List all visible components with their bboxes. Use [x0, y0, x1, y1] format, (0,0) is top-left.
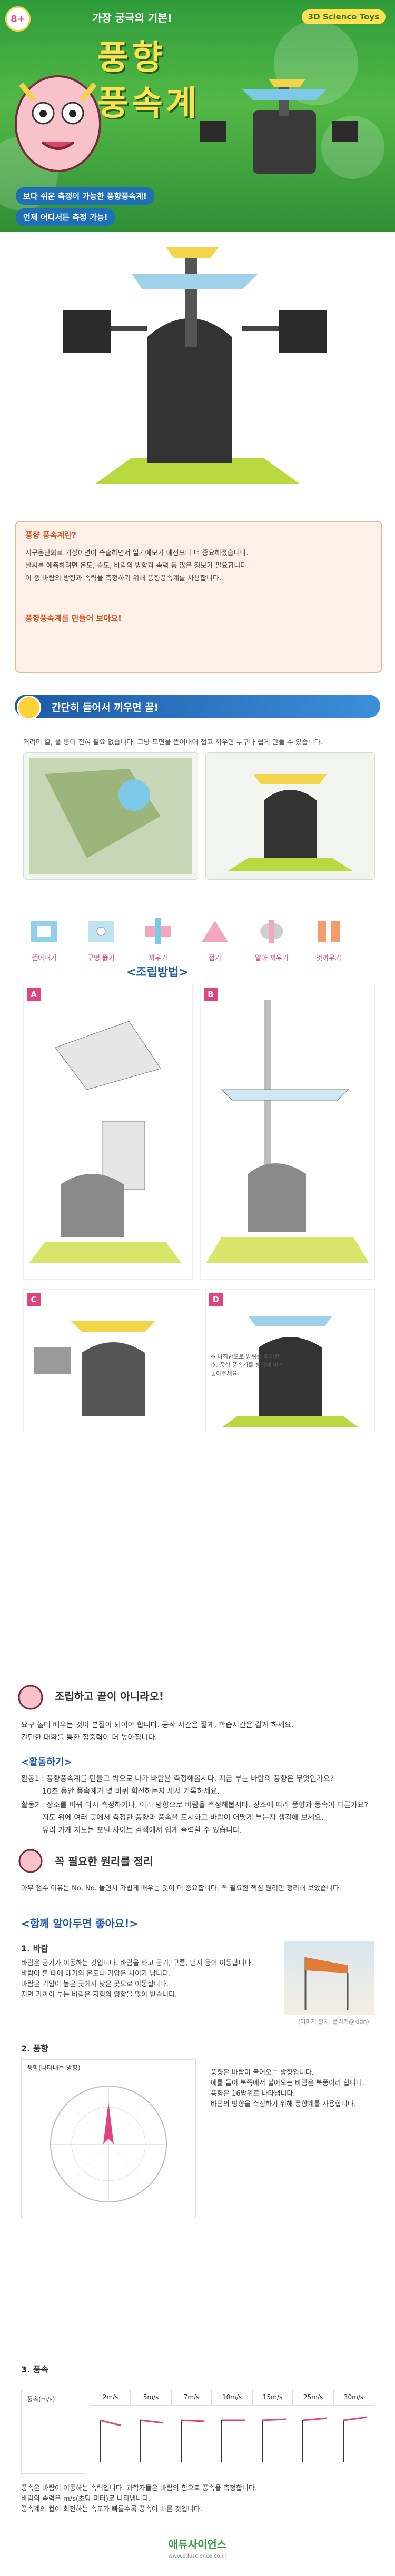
speed-col: 15m/s [252, 2389, 293, 2406]
mascot-small-icon [18, 1685, 43, 1710]
speed-label: 풍속(m/s) [27, 2396, 55, 2403]
section1-header: 간단히 들어서 끼우면 끝! [15, 695, 380, 720]
assembled-model-image [205, 752, 375, 880]
insert-icon [145, 918, 171, 944]
info-line: 이 중 바람의 방향과 속력을 측정하기 위해 풍향풍속계를 사용합니다. [25, 575, 222, 582]
speed-col: 2m/s [90, 2389, 131, 2406]
speed-text: 풍속은 바람이 이동하는 속력입니다. 과학자들은 바람의 힘으로 풍속을 측정… [21, 2484, 257, 2513]
compass-chart: 풍향(나타내는 방향) [21, 2059, 196, 2218]
speed-col: 5m/s [130, 2389, 172, 2406]
wind-text: 바람은 공기가 이동하는 것입니다. 바람을 타고 공기, 구름, 먼지 등이 … [21, 1959, 253, 1999]
photo-caption: (이미지 출처: 플리커@kidn) [298, 2018, 369, 2025]
speed-table: 2m/s 5m/s 7m/s 10m/s 15m/s 25m/s 30m/s [90, 2389, 374, 2473]
assembly-diagram-b: B [200, 984, 375, 1280]
scissors-icon [17, 696, 41, 720]
method-label: 말아 끼우기 [255, 954, 289, 962]
assembly-note: 거려미 칼, 풀 등이 전혀 필요 없습니다. 그냥 도면을 뜯어내어 접고 끼… [23, 739, 323, 747]
step-tag: B [204, 988, 218, 1001]
roll-icon [260, 920, 283, 943]
info-box: 풍향 풍속계란? 지구온난화로 기상이변이 속출하면서 일기예보가 예전보다 더… [15, 521, 382, 673]
speed-title: 3. 풍속 [21, 2364, 49, 2374]
activity-line: 활동2 : 장소를 바꿔 다시 측정하기나, 여러 방향으로 바람을 측정해봅시… [21, 1801, 368, 1809]
hero-title-line2: 풍속계 [97, 84, 200, 123]
footer-logo: 애듀사이언스 www.eduscience.co.kr [163, 2536, 232, 2562]
step-tag: C [27, 1293, 41, 1306]
tear-icon [31, 921, 57, 942]
activity-line: 유리 가게 지도는 포털 사이트 검색에서 쉽게 출력할 수 있습니다. [42, 1826, 242, 1835]
speed-col: 30m/s [333, 2389, 374, 2406]
steps-title: <조립방법> [126, 966, 189, 979]
section3-header: 꼭 필요한 원리를 정리 [15, 1848, 380, 1874]
direction-text: 풍향은 바람이 불어오는 방향입니다. 예를 들어 북쪽에서 불어오는 바람은 … [211, 2069, 365, 2108]
info-line: 날씨를 예측하려면 온도, 습도, 바람의 방향과 속력 등 많은 정보가 필요… [25, 562, 249, 570]
section2-title: 조립하고 끝이 아니라오! [55, 1690, 164, 1703]
method-label: 엇끼우기 [316, 954, 341, 962]
hero-title-line1: 풍향 [97, 38, 166, 77]
assembly-diagram-c: C [23, 1289, 198, 1432]
mascot-icon [15, 75, 101, 172]
section2-line: 요구 놀며 배우는 것이 본질이 되어야 합니다. 공작 시간은 짧게, 학습시… [21, 1721, 294, 1729]
step-tag: D [209, 1293, 223, 1306]
speed-col: 25m/s [292, 2389, 334, 2406]
compass-note: ※ 나침반으로 방위를 확인한 후, 풍향 풍속계를 방향에 맞게 놓아주세요. [211, 1353, 284, 1377]
method-cross: 엇끼우기 [308, 915, 350, 962]
anemometer-hero-image [200, 79, 358, 174]
footer-url: www.eduscience.co.kr [168, 2553, 227, 2559]
section3-title: 꼭 필요한 원리를 정리 [55, 1855, 153, 1868]
punch-icon [88, 921, 114, 942]
method-label: 뜯어내기 [32, 954, 57, 962]
activity-title: <활동하기> [21, 1757, 72, 1768]
direction-title: 2. 풍향 [21, 2044, 49, 2054]
method-insert: 끼우기 [137, 915, 179, 962]
method-fold: 접기 [194, 915, 236, 962]
section2-line: 간단한 대화를 통한 집중력이 더 높아집니다. [21, 1734, 157, 1742]
hero-subtitle: 가장 궁극의 기본! [92, 12, 172, 24]
method-tear: 뜯어내기 [23, 915, 65, 962]
speed-col: 10m/s [211, 2389, 253, 2406]
product-photo [0, 232, 395, 505]
hero-bullet-2: 언제 어디서든 측정 가능! [16, 208, 115, 226]
method-label: 구멍 뚫기 [87, 954, 115, 962]
speed-label-cell: 풍속(m/s) [21, 2389, 85, 2474]
age-badge: 8+ [5, 6, 31, 32]
section1-title: 간단히 들어서 끼우면 끝! [52, 702, 159, 713]
method-label: 끼우기 [149, 954, 167, 962]
cross-insert-icon [318, 921, 340, 942]
section3-intro: 아무 점수 이유는 No, No. 놀면서 가볍게 배우는 것이 더 중요합니다… [21, 1885, 342, 1893]
activity-line: 지도 위에 여러 곳에서 측정한 풍향과 풍속을 표시하고 바람이 어떻게 부는… [42, 1814, 324, 1822]
speed-col: 7m/s [171, 2389, 212, 2406]
info-line: 지구온난화로 기상이변이 속출하면서 일기예보가 예전보다 더 중요해졌습니다. [25, 549, 249, 557]
wind-title: 1. 바람 [21, 1944, 49, 1954]
method-punch: 구멍 뚫기 [80, 915, 122, 962]
learn-title: <함께 알아두면 좋아요!> [21, 1917, 139, 1930]
hero-banner: 8+ 가장 궁극의 기본! 풍향 풍속계 3D Science Toys 보다 … [0, 0, 395, 232]
info-subtitle: 풍향풍속계를 만들어 보아요! [25, 613, 122, 623]
info-title: 풍향 풍속계란? [25, 530, 76, 540]
assembly-diagram-d: D [205, 1289, 375, 1432]
fold-icon [202, 921, 228, 942]
assembly-diagram-a: A [23, 984, 193, 1280]
method-roll: 말아 끼우기 [251, 915, 293, 962]
mascot-small-icon [18, 1849, 43, 1873]
section2-header: 조립하고 끝이 아니라오! [15, 1684, 380, 1711]
method-label: 접기 [209, 954, 221, 962]
windsock-photo [284, 1941, 374, 2015]
brand-badge: 3D Science Toys [301, 9, 386, 24]
step-tag: A [27, 988, 41, 1001]
parts-sheet-image [23, 752, 198, 880]
compass-chart-title: 풍향(나타내는 방향) [27, 2064, 81, 2071]
activity-line: 활동1 : 풍향풍속계를 만들고 밖으로 나가 바람을 측정해봅시다. 지금 부… [21, 1775, 334, 1783]
hero-bullet-1: 보다 쉬운 측정이 가능한 풍향풍속계! [16, 187, 154, 205]
logo-text: 애듀사이언스 [168, 2538, 227, 2551]
activity-line: 10초 동안 풍속계가 몇 바퀴 회전하는지 세서 기록하세요. [42, 1787, 220, 1796]
